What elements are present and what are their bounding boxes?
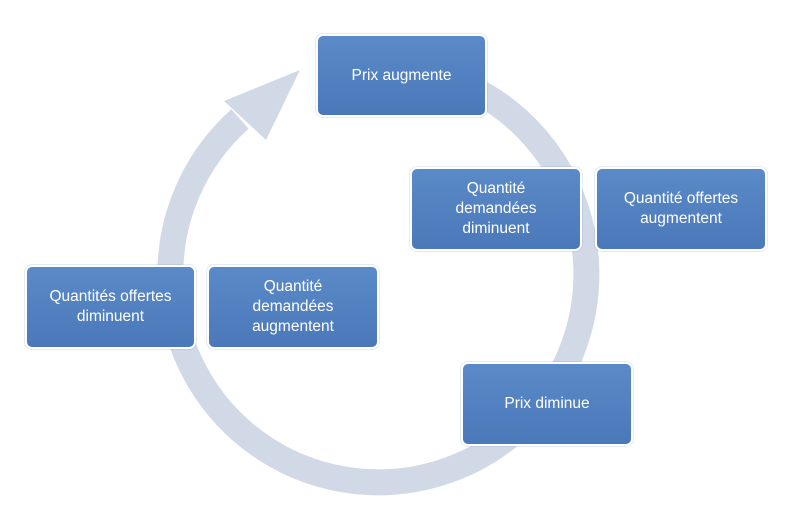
node-quantites-offertes-diminuent: Quantités offertes diminuent [25,265,196,349]
node-quantite-demandees-diminuent: Quantité demandées diminuent [410,167,582,251]
node-quantite-offertes-augmentent: Quantité offertes augmentent [595,167,767,251]
node-prix-diminue: Prix diminue [461,362,633,446]
node-prix-augmente: Prix augmente [316,34,487,117]
node-quantite-demandees-augmentent: Quantité demandées augmentent [207,265,379,349]
cycle-arrowhead [224,70,300,140]
